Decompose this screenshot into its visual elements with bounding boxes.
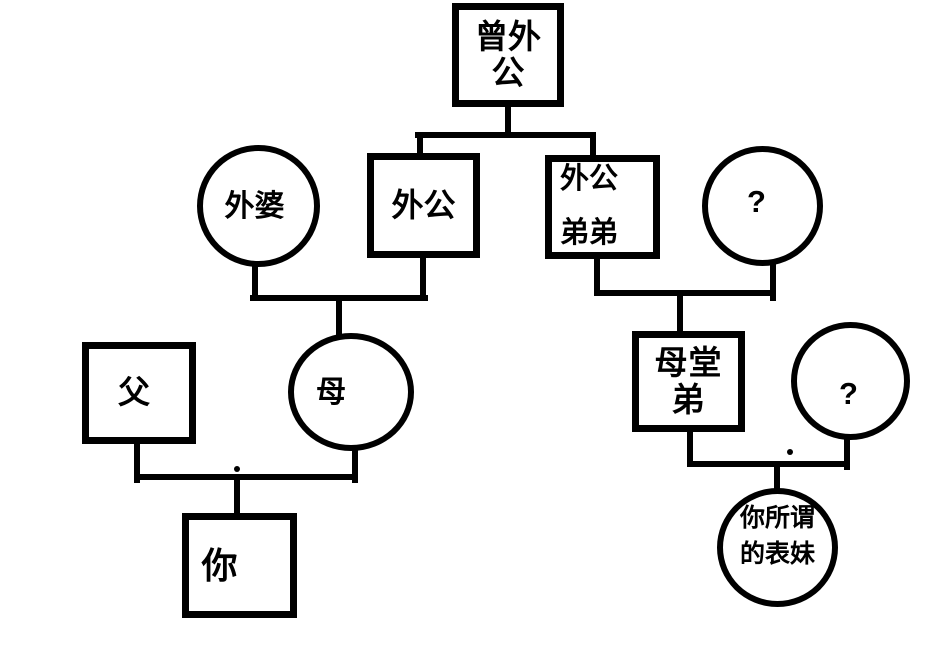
connector-great-grandfather-stem xyxy=(505,104,511,135)
connector-drop-mother xyxy=(336,295,342,336)
node-grandfather-brother-label-line1: 外公 xyxy=(560,163,619,196)
node-mother-cousin-label: 母堂弟 xyxy=(654,344,723,418)
node-so-called-cousin-label-line1: 你所谓 xyxy=(739,504,815,532)
connector-mother-stem xyxy=(352,448,358,483)
stray-dot-left xyxy=(234,466,240,472)
connector-drop-so-called-cousin xyxy=(774,461,780,490)
node-grandfather-brother: 外公 弟弟 xyxy=(545,155,660,259)
node-grandfather-brother-wife: ? xyxy=(702,146,823,266)
node-grandmother: 外婆 xyxy=(197,145,320,267)
connector-grandfather-brother-wife-stem xyxy=(770,263,776,301)
connector-granduncle-couple-bus xyxy=(594,290,776,296)
node-mother-cousin-wife-label: ? xyxy=(839,375,858,411)
connector-cousin-couple-bus xyxy=(687,461,850,467)
stray-dot-right xyxy=(787,449,793,455)
node-mother-label: 母 xyxy=(316,375,346,409)
node-so-called-cousin: 你所谓 的表妹 xyxy=(717,488,838,607)
node-great-grandfather: 曾外公 xyxy=(452,3,564,107)
node-father-label: 父 xyxy=(117,374,150,411)
connector-parents-couple-bus xyxy=(134,474,358,480)
node-so-called-cousin-label-line2: 的表妹 xyxy=(739,539,815,568)
connector-father-stem xyxy=(134,441,140,483)
connector-drop-grandfather xyxy=(417,132,423,158)
node-father: 父 xyxy=(82,342,196,444)
node-grandfather: 外公 xyxy=(367,153,480,258)
node-mother-cousin: 母堂弟 xyxy=(632,331,745,432)
node-grandmother-label: 外婆 xyxy=(224,189,285,223)
node-grandfather-label: 外公 xyxy=(391,186,456,223)
node-mother-cousin-wife: ? xyxy=(791,322,910,440)
node-mother: 母 xyxy=(288,333,414,451)
connector-drop-you xyxy=(234,474,240,514)
node-you-label: 你 xyxy=(201,544,238,586)
connector-mother-cousin-stem xyxy=(687,430,693,467)
connector-drop-mother-cousin xyxy=(677,290,683,332)
connector-top-sibling-bus xyxy=(415,132,596,138)
connector-drop-grandfather-brother xyxy=(590,132,596,160)
connector-grandfather-stem xyxy=(420,256,426,301)
node-you: 你 xyxy=(182,513,297,618)
connector-grandmother-stem xyxy=(252,265,258,301)
node-grandfather-brother-wife-label: ? xyxy=(747,183,766,219)
connector-mother-cousin-wife-stem xyxy=(844,437,850,470)
node-great-grandfather-label: 曾外公 xyxy=(475,17,541,91)
node-grandfather-brother-label-line2: 弟弟 xyxy=(560,217,619,249)
connector-grandfather-brother-stem xyxy=(594,257,600,296)
